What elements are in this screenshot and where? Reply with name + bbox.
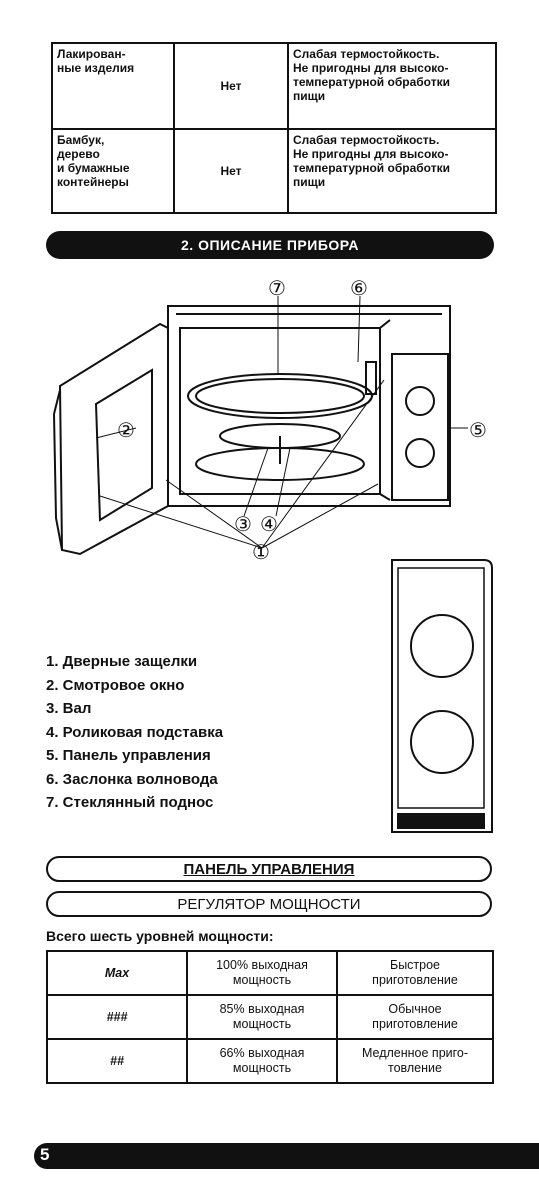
suitable-cell: Нет [173, 42, 289, 130]
callout-2: ② [117, 420, 135, 442]
panel-frame [391, 559, 493, 833]
callout-3: ③ [234, 514, 252, 536]
panel-face [397, 567, 485, 809]
material-text: Лакирован- ные изделия [57, 47, 135, 75]
table-row: Max 100% выходная мощность Быстрое приго… [46, 950, 494, 996]
suitable-text: Нет [220, 164, 242, 178]
page-number: 5 [40, 1145, 50, 1164]
parts-legend: 1. Дверные защелки 2. Смотровое окно 3. … [46, 650, 223, 815]
output-cell: 100% выходная мощность [186, 950, 338, 996]
material-text: Бамбук, дерево и бумажные контейнеры [57, 133, 130, 189]
power-knob [405, 386, 435, 416]
output-text: 85% выходная мощность [219, 1002, 305, 1031]
mode-text: Быстрое приготовление [372, 958, 458, 987]
mode-text: Обычное приготовление [372, 1002, 458, 1031]
level-cell: Max [46, 950, 188, 996]
callout-6: ⑥ [350, 278, 368, 300]
output-cell: 66% выходная мощность [186, 1038, 338, 1084]
power-regulator-heading: РЕГУЛЯТОР МОЩНОСТИ [46, 891, 492, 917]
microwave-illustration [53, 295, 468, 556]
legend-item: 7. Стеклянный поднос [46, 794, 214, 811]
callout-1: ① [252, 542, 270, 564]
mode-cell: Медленное приго- товление [336, 1038, 494, 1084]
note-cell: Слабая термостойкость. Не пригодны для в… [287, 42, 497, 130]
legend-item: 1. Дверные защелки [46, 653, 198, 670]
leader-3 [243, 447, 269, 517]
mode-cell: Обычное приготовление [336, 994, 494, 1040]
cavity-depth [379, 319, 391, 501]
leader-1a [99, 495, 263, 549]
section-title: 2. ОПИСАНИЕ ПРИБОРА [46, 231, 494, 259]
level-cell: ### [46, 994, 188, 1040]
panel-badge [397, 813, 485, 829]
output-cell: 85% выходная мощность [186, 994, 338, 1040]
callout-4: ④ [260, 514, 278, 536]
note-text: Слабая термостойкость. Не пригодны для в… [293, 133, 450, 189]
power-intro: Всего шесть уровней мощности: [46, 928, 274, 944]
leader-1b [165, 479, 263, 549]
section-title-text: 2. ОПИСАНИЕ ПРИБОРА [181, 237, 359, 253]
mode-cell: Быстрое приготовление [336, 950, 494, 996]
note-text: Слабая термостойкость. Не пригодны для в… [293, 47, 450, 103]
table-row: ## 66% выходная мощность Медленное приго… [46, 1038, 494, 1084]
control-panel [391, 353, 449, 501]
control-panel-heading-text: ПАНЕЛЬ УПРАВЛЕНИЯ [183, 860, 355, 878]
leader-2 [95, 427, 137, 439]
level-cell: ## [46, 1038, 188, 1084]
leader-1c [261, 483, 379, 549]
mode-text: Медленное приго- товление [361, 1046, 469, 1075]
legend-item: 6. Заслонка волновода [46, 770, 218, 788]
leader-4 [275, 447, 291, 517]
suitable-cell: Нет [173, 128, 289, 214]
timer-dial [410, 710, 474, 774]
materials-table: Лакирован- ные изделия Нет Слабая термос… [51, 42, 497, 214]
power-levels-table: Max 100% выходная мощность Быстрое приго… [46, 950, 494, 1084]
glass-tray-inner [195, 378, 365, 414]
door-handle [53, 389, 63, 551]
callout-5: ⑤ [469, 420, 487, 442]
viewing-window [94, 368, 153, 522]
legend-item: 2. Смотровое окно [46, 676, 185, 694]
waveguide-cover [365, 361, 377, 395]
legend-item: 3. Вал [46, 700, 92, 717]
control-panel-heading: ПАНЕЛЬ УПРАВЛЕНИЯ [46, 856, 492, 882]
power-dial [410, 614, 474, 678]
table-row: Лакирован- ные изделия Нет Слабая термос… [51, 42, 497, 130]
legend-item: 5. Панель управления [46, 747, 211, 764]
footer-bar [34, 1143, 539, 1169]
material-cell: Лакирован- ные изделия [51, 42, 175, 130]
suitable-text: Нет [220, 79, 242, 93]
glass-tray [187, 373, 373, 419]
note-cell: Слабая термостойкость. Не пригодны для в… [287, 128, 497, 214]
callout-7: ⑦ [268, 278, 286, 300]
timer-knob [405, 438, 435, 468]
control-panel-illustration [391, 559, 493, 833]
table-row: Бамбук, дерево и бумажные контейнеры Нет… [51, 128, 497, 214]
output-text: 100% выходная мощность [216, 958, 308, 987]
power-regulator-heading-text: РЕГУЛЯТОР МОЩНОСТИ [177, 895, 361, 913]
material-cell: Бамбук, дерево и бумажные контейнеры [51, 128, 175, 214]
output-text: 66% выходная мощность [219, 1046, 305, 1075]
leader-6 [357, 295, 361, 363]
legend-item: 4. Роликовая подставка [46, 723, 224, 741]
leader-1d [261, 379, 385, 549]
table-row: ### 85% выходная мощность Обычное пригот… [46, 994, 494, 1040]
